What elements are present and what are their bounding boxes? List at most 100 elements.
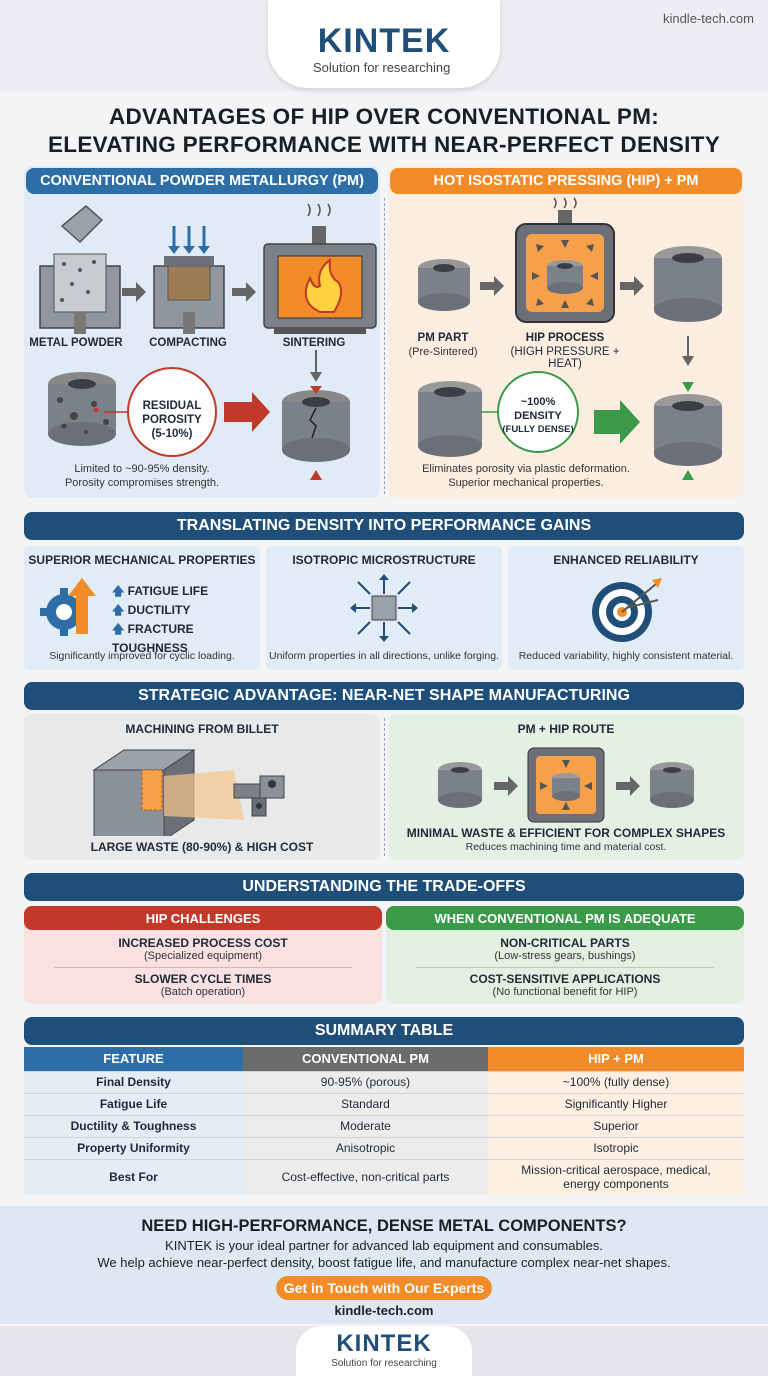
step-label-powder: METAL POWDER	[29, 337, 123, 349]
cta-line1: KINTEK is your ideal partner for advance…	[165, 1238, 603, 1253]
arrow-right-icon	[620, 276, 644, 296]
footer-logo: KINTEK	[336, 1330, 432, 1357]
hip-header: HOT ISOSTATIC PRESSING (HIP) + PM	[390, 168, 742, 194]
arrow-right-icon	[122, 282, 146, 302]
footer-logo-box[interactable]: KINTEK Solution for researching	[296, 1326, 472, 1376]
conventional-process-illustration	[39, 203, 377, 480]
hip-process-sub: (HIGH PRESSURE + HEAT)	[510, 346, 620, 370]
card-reliability-title: ENHANCED RELIABILITY	[553, 553, 699, 567]
summary-table: FEATURE CONVENTIONAL PM HIP + PM Final D…	[24, 1047, 744, 1195]
billet-caption: LARGE WASTE (80-90%) & HIGH COST	[90, 840, 314, 854]
pmhip-title: PM + HIP ROUTE	[517, 722, 615, 736]
red-arrow-icon	[224, 392, 270, 432]
challenge-title: INCREASED PROCESS COST	[118, 936, 288, 950]
card-mechanical: SUPERIOR MECHANICAL PROPERTIES 🡅 FATIGUE…	[24, 546, 260, 670]
pm-part-sub: (Pre-Sintered)	[408, 346, 478, 358]
adequate-sub: (No functional benefit for HIP)	[492, 986, 638, 998]
arrow-right-icon	[480, 276, 504, 296]
table-row: Best For Cost-effective, non-critical pa…	[24, 1158, 744, 1195]
sintering-furnace-icon	[263, 203, 377, 334]
hip-process-label: HIP PROCESS	[525, 332, 605, 344]
target-icon	[592, 578, 662, 642]
challenge-title: SLOWER CYCLE TIMES	[134, 972, 272, 986]
compacting-press-icon	[153, 226, 225, 334]
conventional-adequate-header: WHEN CONVENTIONAL PM IS ADEQUATE	[386, 906, 744, 930]
porous-part-icon	[48, 372, 116, 446]
final-part-icon	[654, 382, 722, 480]
powder-die-icon	[39, 253, 121, 334]
adequate-title: NON-CRITICAL PARTS	[500, 936, 630, 950]
contact-experts-button[interactable]: Get in Touch with Our Experts	[276, 1276, 492, 1300]
summary-header: SUMMARY TABLE	[24, 1017, 744, 1045]
pm-part-label: PM PART	[417, 332, 469, 344]
isotropic-cube-icon	[350, 574, 418, 642]
conventional-adequate-panel: WHEN CONVENTIONAL PM IS ADEQUATE NON-CRI…	[386, 906, 744, 1004]
page-title-line1: ADVANTAGES OF HIP OVER CONVENTIONAL PM:	[108, 104, 660, 129]
pmhip-route-illustration	[438, 747, 694, 823]
porosity-label: RESIDUAL POROSITY (5-10%)	[142, 400, 202, 440]
site-url-top[interactable]: kindle-tech.com	[662, 11, 754, 26]
bracket-part-icon	[233, 775, 285, 817]
brand-tagline: Solution for researching	[313, 60, 451, 75]
green-arrow-icon	[594, 400, 640, 444]
cta-band	[0, 1206, 768, 1324]
pm-part-icon	[418, 259, 470, 311]
card-isotropic-title: ISOTROPIC MICROSTRUCTURE	[292, 553, 476, 567]
brand-logo: KINTEK	[317, 22, 451, 60]
cracked-part-icon	[282, 350, 350, 480]
card-reliability: ENHANCED RELIABILITY Reduced variability…	[508, 546, 744, 670]
col-header-feature: FEATURE	[24, 1047, 243, 1071]
hip-note: Eliminates porosity via plastic deformat…	[422, 463, 630, 489]
pmhip-panel: PM + HIP ROUTE MINIMAL WASTE & EFFICIENT…	[388, 714, 744, 860]
nearnet-header: STRATEGIC ADVANTAGE: NEAR-NET SHAPE MANU…	[24, 682, 744, 710]
item-divider	[416, 967, 714, 968]
conventional-header: CONVENTIONAL POWDER METALLURGY (PM)	[26, 168, 378, 194]
adequate-sub: (Low-stress gears, bushings)	[494, 950, 636, 962]
card-isotropic-caption: Uniform properties in all directions, un…	[269, 650, 499, 662]
step-label-sintering: SINTERING	[282, 337, 346, 349]
logo-box[interactable]: KINTEK Solution for researching	[268, 0, 500, 88]
hip-process-illustration	[418, 197, 722, 480]
performance-header: TRANSLATING DENSITY INTO PERFORMANCE GAI…	[24, 512, 744, 540]
billet-panel: MACHINING FROM BILLET LARGE WASTE (80-90…	[24, 714, 380, 860]
item-divider	[54, 967, 352, 968]
challenge-sub: (Batch operation)	[160, 986, 246, 998]
hip-challenges-panel: HIP CHALLENGES INCREASED PROCESS COST (S…	[24, 906, 382, 1004]
arrow-right-icon	[232, 282, 256, 302]
hip-challenges-header: HIP CHALLENGES	[24, 906, 382, 930]
up-arrow-icon: 🡅	[112, 603, 128, 617]
dense-part-icon	[654, 246, 722, 366]
step-label-compacting: COMPACTING	[149, 337, 227, 349]
gear-arrow-icon	[40, 578, 96, 636]
card-mechanical-title: SUPERIOR MECHANICAL PROPERTIES	[28, 553, 256, 567]
up-arrow-icon: 🡅	[112, 584, 128, 598]
card-reliability-caption: Reduced variability, highly consistent m…	[518, 650, 734, 662]
density-label: ~100% DENSITY (FULLY DENSE)	[502, 396, 574, 435]
panel-divider	[384, 198, 385, 494]
challenge-sub: (Specialized equipment)	[143, 950, 262, 962]
conventional-note: Limited to ~90-95% density. Porosity com…	[64, 463, 220, 489]
cta-url[interactable]: kindle-tech.com	[334, 1303, 434, 1318]
col-header-conventional: CONVENTIONAL PM	[243, 1047, 488, 1071]
hip-cylinder-icon	[418, 381, 482, 457]
up-arrow-icon: 🡅	[112, 622, 128, 636]
powder-bag-icon	[60, 205, 104, 244]
card-mechanical-caption: Significantly improved for cyclic loadin…	[49, 650, 235, 662]
pmhip-sub: Reduces machining time and material cost…	[465, 841, 667, 853]
footer-tagline: Solution for researching	[331, 1358, 437, 1369]
cta-headline: NEED HIGH-PERFORMANCE, DENSE METAL COMPO…	[141, 1217, 627, 1235]
mech-list: 🡅 FATIGUE LIFE 🡅 DUCTILITY 🡅 FRACTURE TO…	[112, 584, 209, 655]
billet-title: MACHINING FROM BILLET	[125, 722, 279, 736]
nearnet-divider	[384, 718, 385, 856]
pmhip-caption: MINIMAL WASTE & EFFICIENT FOR COMPLEX SH…	[406, 826, 726, 840]
tradeoffs-header: UNDERSTANDING THE TRADE-OFFS	[24, 873, 744, 901]
hip-vessel-icon	[515, 197, 615, 323]
adequate-title: COST-SENSITIVE APPLICATIONS	[469, 972, 661, 986]
billet-machining-illustration	[92, 749, 285, 836]
cta-line2: We help achieve near-perfect density, bo…	[97, 1255, 671, 1270]
page-title-line2: ELEVATING PERFORMANCE WITH NEAR-PERFECT …	[47, 132, 721, 157]
